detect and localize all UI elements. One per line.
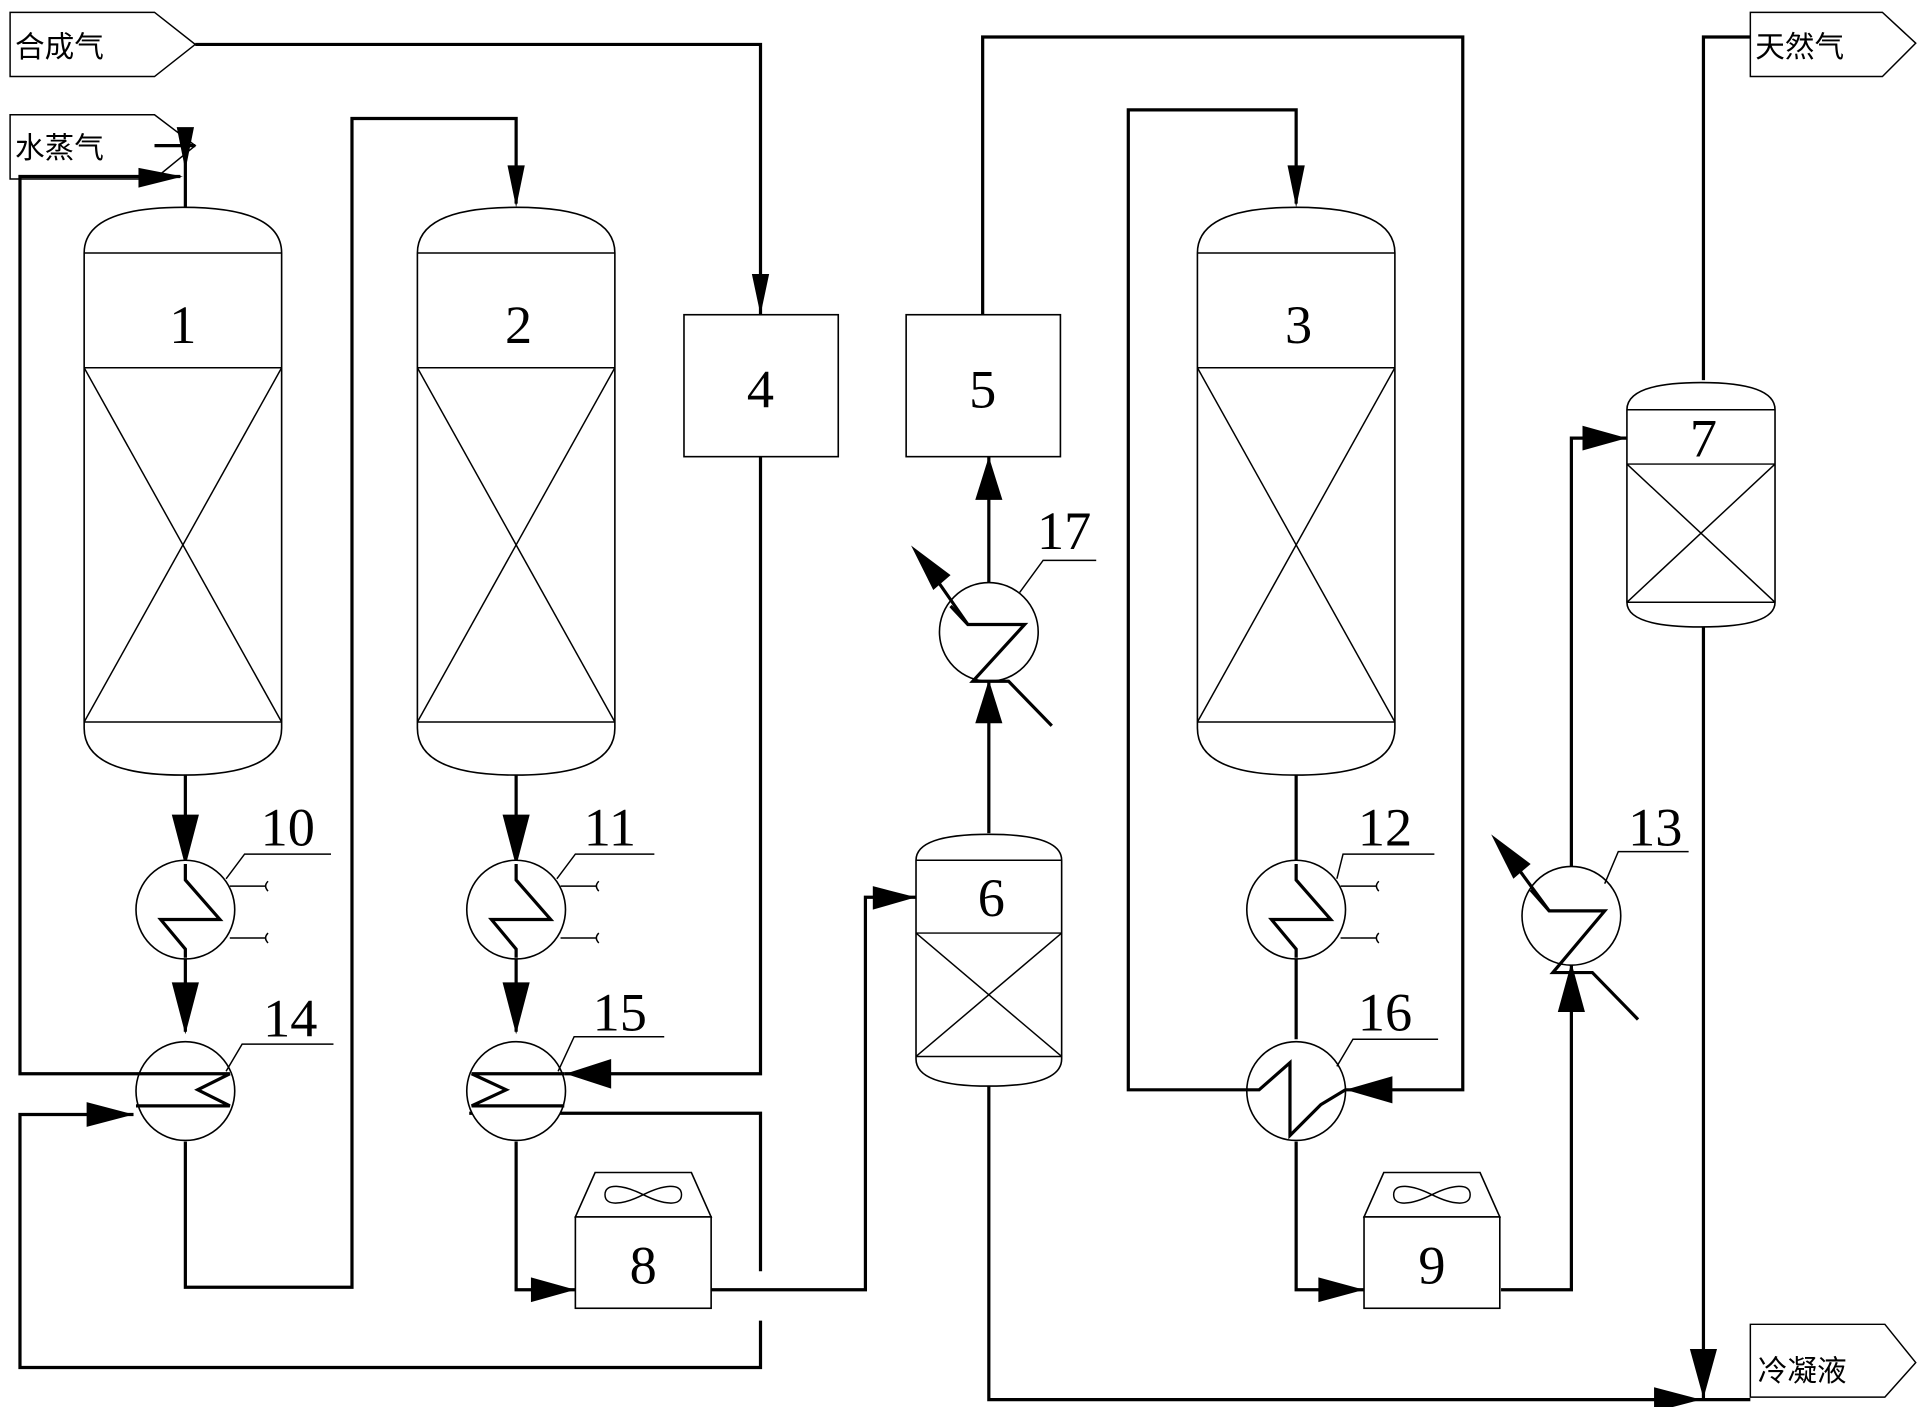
arrow-condensate-down xyxy=(1689,1348,1718,1399)
reactor-2-label: 2 xyxy=(505,295,532,355)
steam-inlet-tag: 水蒸气 xyxy=(9,114,197,180)
reactor-1-label: 1 xyxy=(169,295,196,355)
arrow-r2-in xyxy=(507,165,525,208)
heat-exchanger-15[interactable]: 15 xyxy=(465,983,665,1142)
syngas-inlet-tag: 合成气 xyxy=(9,11,197,78)
reactor-3[interactable]: 3 xyxy=(1196,206,1396,776)
arrow-8-in xyxy=(530,1277,576,1303)
air-cooler-8-label: 8 xyxy=(630,1236,657,1296)
arrow-6-in xyxy=(872,886,917,910)
fan-icon xyxy=(604,1185,683,1204)
syngas-label: 合成气 xyxy=(15,30,104,64)
separator-7[interactable]: 7 xyxy=(1626,381,1776,628)
cooler-13[interactable]: 13 xyxy=(1491,797,1689,1021)
reactor-1[interactable]: 1 xyxy=(83,206,283,776)
arrow-7-in xyxy=(1582,425,1627,451)
exchanger-14-label: 14 xyxy=(263,989,317,1049)
waste-heat-boiler-12[interactable]: 12 xyxy=(1245,797,1435,960)
reactor-3-label: 3 xyxy=(1285,295,1312,355)
arrow-16-side xyxy=(1345,1076,1393,1104)
boiler-10-label: 10 xyxy=(261,797,315,857)
waste-heat-boiler-11[interactable]: 11 xyxy=(465,797,655,960)
separator-7-label: 7 xyxy=(1690,409,1717,469)
arrow-15-in xyxy=(502,982,530,1035)
flow-arrows xyxy=(86,127,1718,1407)
unit-5[interactable]: 5 xyxy=(905,313,1062,458)
heat-exchanger-14[interactable]: 14 xyxy=(135,989,334,1142)
cooler-13-label: 13 xyxy=(1628,797,1682,857)
arrow-4-in xyxy=(751,273,770,315)
arrow-13-in xyxy=(1557,962,1585,1013)
arrow-15-side xyxy=(565,1058,612,1089)
unit-5-label: 5 xyxy=(969,359,996,419)
reactor-2[interactable]: 2 xyxy=(416,206,616,776)
condensate-label: 冷凝液 xyxy=(1758,1354,1847,1388)
arrow-recycle-right xyxy=(138,167,183,188)
steam-label: 水蒸气 xyxy=(15,131,104,165)
arrow-14-in xyxy=(171,982,199,1035)
unit-4[interactable]: 4 xyxy=(683,313,840,458)
exchanger-16-label: 16 xyxy=(1358,983,1412,1043)
arrow-14-side xyxy=(86,1102,134,1127)
arrow-17-in xyxy=(975,680,1003,724)
arrow-10-in xyxy=(171,814,199,867)
unit-4-label: 4 xyxy=(747,359,774,419)
separator-6-label: 6 xyxy=(978,868,1005,928)
air-cooler-9[interactable]: 9 xyxy=(1362,1171,1502,1310)
heat-exchanger-16[interactable]: 16 xyxy=(1245,983,1439,1142)
separator-6[interactable]: 6 xyxy=(915,833,1063,1087)
arrow-5-in xyxy=(975,456,1003,500)
cooler-17-label: 17 xyxy=(1037,501,1091,561)
arrow-11-in xyxy=(502,814,530,867)
arrow-r3-in xyxy=(1287,165,1305,208)
cooler-17[interactable]: 17 xyxy=(911,501,1097,727)
air-cooler-9-label: 9 xyxy=(1418,1236,1445,1296)
arrow-steam-down xyxy=(176,127,195,171)
arrow-9-in xyxy=(1318,1277,1365,1303)
boiler-11-label: 11 xyxy=(584,797,636,857)
exchanger-15-label: 15 xyxy=(593,983,647,1043)
natural-gas-outlet-tag: 天然气 xyxy=(1749,11,1917,78)
waste-heat-boiler-10[interactable]: 10 xyxy=(135,797,331,960)
boiler-12-label: 12 xyxy=(1358,797,1412,857)
air-cooler-8[interactable]: 8 xyxy=(574,1171,713,1310)
natural-gas-label: 天然气 xyxy=(1755,30,1844,64)
fan-icon xyxy=(1392,1185,1471,1204)
arrow-condensate-right xyxy=(1654,1387,1701,1407)
condensate-outlet-tag: 冷凝液 xyxy=(1749,1323,1917,1398)
